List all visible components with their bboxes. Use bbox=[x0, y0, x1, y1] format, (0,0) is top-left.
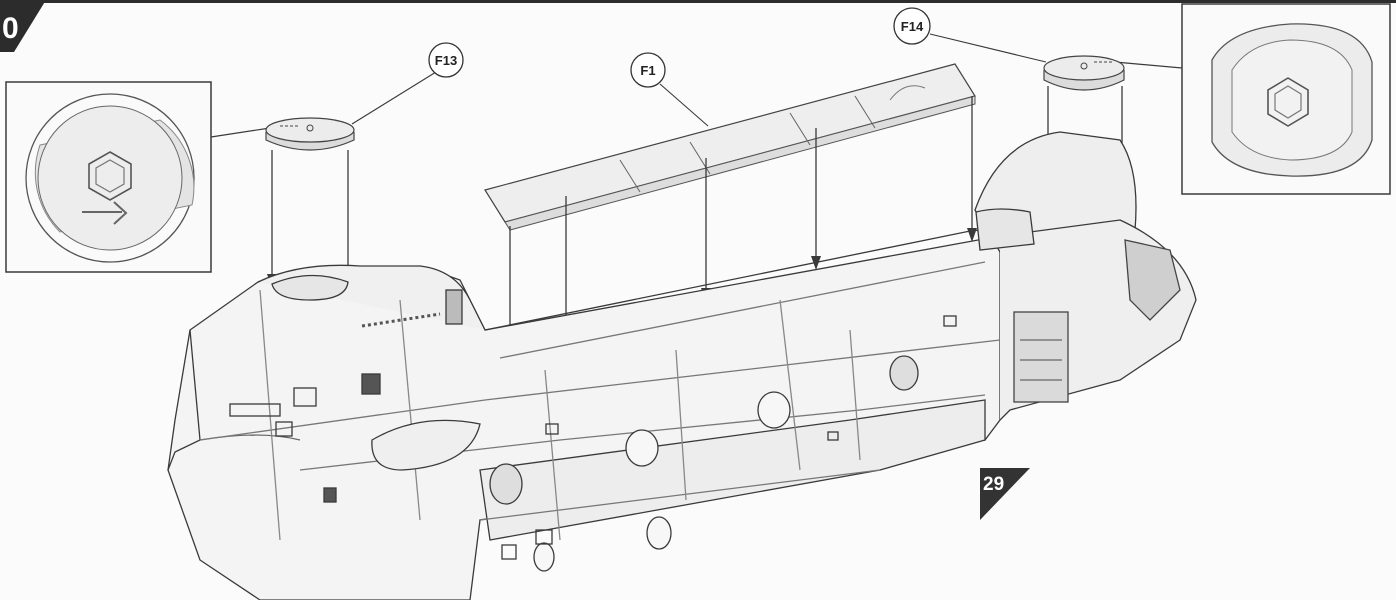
next-step-number: 29 bbox=[983, 474, 1004, 495]
callout-f14: F14 bbox=[893, 7, 1047, 63]
hexagon-icon bbox=[1267, 77, 1309, 127]
leader-left-detail bbox=[210, 127, 271, 138]
detail-box-right bbox=[1181, 3, 1391, 195]
next-step-marker: 29 bbox=[980, 468, 1030, 520]
leader-right-detail bbox=[1114, 61, 1183, 69]
step-number-badge: 0 bbox=[0, 0, 46, 52]
detail-box-left bbox=[5, 81, 212, 273]
part-f1 bbox=[484, 63, 976, 231]
assembly-lines-f1 bbox=[509, 96, 973, 354]
helicopter-fuselage bbox=[167, 131, 1197, 600]
step-number: 0 bbox=[2, 12, 19, 45]
callout-f13: F13 bbox=[351, 42, 464, 125]
part-f13 bbox=[265, 117, 355, 151]
callout-label-f14: F14 bbox=[901, 19, 924, 34]
arrow-right-icon bbox=[82, 201, 128, 225]
callout-f1: F1 bbox=[630, 52, 709, 127]
part-f14 bbox=[1043, 55, 1125, 91]
hexagon-icon bbox=[88, 151, 132, 201]
callout-label-f13: F13 bbox=[435, 53, 457, 68]
callout-label-f1: F1 bbox=[640, 63, 655, 78]
